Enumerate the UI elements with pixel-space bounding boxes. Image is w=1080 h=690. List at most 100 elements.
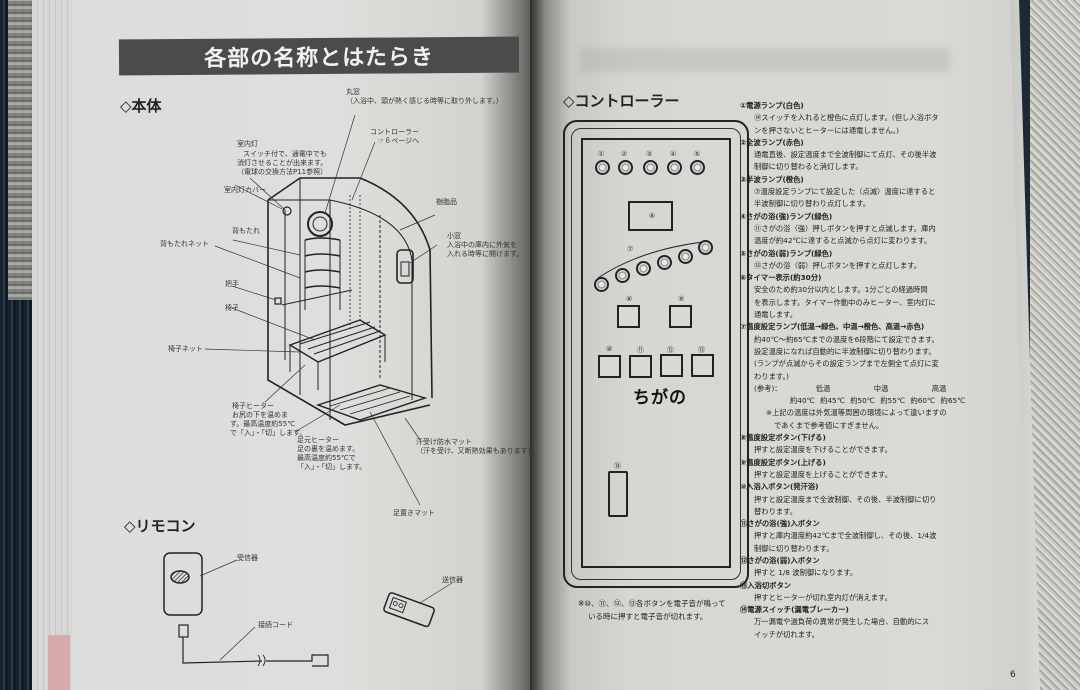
temp-value: 約45℃ bbox=[820, 396, 845, 406]
lamp-3-number: ③ bbox=[646, 150, 653, 158]
desc-item: ①電源ランプ(白色) ⑭スイッチを入れると橙色に点灯します。(但し入浴ボタ ンを… bbox=[740, 100, 980, 137]
bath-off-button[interactable] bbox=[691, 354, 714, 377]
desc-item: ④さがの浴(強)ランプ(緑色) ⑪さがの浴（強）押しボタンを押すと点滅します。庫… bbox=[740, 211, 980, 248]
temp-lamps-number: ⑦ bbox=[627, 245, 634, 253]
temp-lamp-55 bbox=[657, 255, 672, 270]
foot-heater-note-3: 「入」・「切」します。 bbox=[297, 463, 367, 471]
desc-item: ②全波ランプ(赤色) 通電直後、設定温度まで全波制御にて点灯、その後半波 制御に… bbox=[740, 137, 980, 174]
small-window-note-2: 入れる時等に開けます。 bbox=[447, 250, 524, 258]
desc-title: ③半波ランプ(橙色) bbox=[740, 174, 804, 184]
round-window-note: （入浴中、頭が熱く感じる時等に取り外します。） bbox=[346, 97, 503, 105]
temp-value: 約40℃ bbox=[790, 396, 815, 406]
desc-item: ⑨温度設定ボタン(上げる) 押すと設定温度を上げることができます。 bbox=[740, 457, 980, 482]
body-section-heading: ◇本体 bbox=[120, 97, 162, 115]
desc-body: ⑦温度設定ランプにて設定した（点滅）温度に達すると 半波制御に切り替わり点灯しま… bbox=[754, 187, 936, 209]
sweat-mat-note: （汗を受け、又断熱効果もあります） bbox=[416, 447, 535, 455]
sagano-strong-number: ⑪ bbox=[637, 346, 644, 354]
room-light-cover-label: 室内灯カバー bbox=[224, 186, 266, 194]
desc-item: ⑩入浴入ボタン(発汗浴) 押すと設定温度まで全波制御、その後、半波制御に切り 替… bbox=[740, 481, 980, 518]
controller-section-heading: ◇コントローラー bbox=[563, 92, 680, 110]
bath-on-number: ⑩ bbox=[606, 345, 613, 353]
carpet-background-right bbox=[1030, 0, 1080, 690]
desc-title: ①電源ランプ(白色) bbox=[740, 101, 804, 110]
desc-body: ⑫さがの浴（弱）押しボタンを押すと点灯します。 bbox=[754, 260, 922, 270]
chair-heater-label: 椅子ヒーター bbox=[232, 402, 274, 410]
desc-item: ⑦温度設定ランプ(低温→緑色、中温→橙色、高温→赤色) 約40℃～約65℃までの… bbox=[740, 321, 980, 382]
controller-panel-outer bbox=[563, 120, 749, 588]
reference-levels: (参考)： 低温 中温 高温 bbox=[740, 383, 980, 395]
room-light-label: 室内灯 bbox=[237, 140, 258, 148]
bath-on-button[interactable] bbox=[598, 355, 621, 378]
level-low: 低温 bbox=[815, 383, 831, 393]
desc-title: ⑭電源スイッチ(漏電ブレーカー) bbox=[740, 605, 849, 615]
round-window-label: 丸窓 bbox=[346, 88, 360, 96]
power-switch[interactable] bbox=[608, 471, 628, 517]
room-light-note-2: 消灯させることが出来ます。 bbox=[237, 159, 328, 167]
desc-title: ②全波ランプ(赤色) bbox=[740, 137, 804, 147]
lamp-5-number: ⑤ bbox=[694, 150, 701, 158]
power-lamp bbox=[595, 160, 610, 175]
temp-down-button[interactable] bbox=[617, 305, 640, 328]
desc-title: ⑬入浴切ボタン bbox=[740, 580, 792, 590]
controller-label: コントローラー bbox=[370, 128, 419, 136]
controller-ref: ☞６ページへ bbox=[378, 137, 420, 145]
cord-label: 接続コード bbox=[258, 621, 293, 629]
handle-label: 把手 bbox=[225, 280, 239, 288]
desc-item: ⑧温度設定ボタン(下げる) 押すと設定温度を下げることができます。 bbox=[740, 432, 980, 457]
sagano-strong-button[interactable] bbox=[629, 355, 652, 378]
temp-lamp-65 bbox=[698, 240, 713, 255]
transmitter-label: 送信器 bbox=[442, 576, 463, 584]
desc-item: ⑫さがの浴(弱)入ボタン 押すと 1/8 波制御になります。 bbox=[740, 555, 980, 580]
level-high: 高温 bbox=[931, 383, 947, 393]
desc-body: 押すと庫内温度約42℃まで全波制御し、その後、1/4波 制御に切り替わります。 bbox=[754, 531, 937, 553]
desc-title: ⑦温度設定ランプ(低温→緑色、中温→橙色、高温→赤色) bbox=[740, 322, 925, 332]
room-light-note-1: スイッチ付で、通電中でも bbox=[243, 150, 327, 158]
sweat-mat-label: 汗受け防水マット bbox=[416, 438, 472, 446]
backrest-net-label: 背もたれネット bbox=[160, 240, 209, 248]
bleed-through-title bbox=[580, 48, 950, 72]
footnote-line-2: いる時に押すと電子音が切れます。 bbox=[588, 612, 708, 621]
controller-descriptions: ①電源ランプ(白色) ⑭スイッチを入れると橙色に点灯します。(但し入浴ボタ ンを… bbox=[740, 100, 980, 641]
desc-title: ⑧温度設定ボタン(下げる) bbox=[740, 433, 826, 443]
temp-up-number: ⑨ bbox=[678, 295, 685, 303]
display-number: ⑥ bbox=[649, 212, 656, 220]
chair-net-label: 椅子ネット bbox=[168, 345, 203, 353]
controller-panel-mid bbox=[571, 128, 741, 580]
temp-value: 約60℃ bbox=[910, 396, 936, 406]
chair-heater-note-3: で「入」・「切」します。 bbox=[230, 429, 307, 437]
foot-mat-label: 足置きマット bbox=[393, 509, 435, 517]
right-page bbox=[530, 0, 1040, 690]
desc-title: ⑤さがの浴(弱)ランプ(緑色) bbox=[740, 248, 833, 258]
lamp-2-number: ② bbox=[621, 150, 628, 158]
power-switch-number: ⑭ bbox=[614, 462, 621, 470]
desc-body: 押すと設定温度を下げることができます。 bbox=[754, 445, 892, 455]
desc-item: ⑬入浴切ボタン 押すとヒーターが切れ室内灯が消えます。 bbox=[740, 580, 980, 605]
left-page bbox=[32, 0, 542, 690]
resin-product-label: 樹脂品 bbox=[436, 198, 457, 206]
desc-title: ⑨温度設定ボタン(上げる) bbox=[740, 457, 826, 467]
timer-display: ⑥ bbox=[628, 201, 673, 231]
index-tab bbox=[48, 635, 70, 690]
room-light-note-3: （電球の交換方法P11参照） bbox=[237, 168, 328, 176]
desc-body: 約40℃～約65℃までの温度を6段階にて設定できます。 設定温度になれば自動的に… bbox=[754, 334, 939, 381]
temp-down-number: ⑧ bbox=[626, 295, 633, 303]
desc-item: ⑤さがの浴(弱)ランプ(緑色) ⑫さがの浴（弱）押しボタンを押すと点灯します。 bbox=[740, 248, 980, 273]
half-wave-lamp bbox=[643, 160, 658, 175]
receiver-label: 受信器 bbox=[237, 554, 258, 562]
foot-heater-label: 足元ヒーター bbox=[297, 436, 339, 444]
remote-section-heading: ◇リモコン bbox=[124, 517, 196, 535]
desc-body: 万一漏電や過負荷の異常が発生した場合、自動的にス イッチが切れます。 bbox=[754, 617, 930, 639]
temp-up-button[interactable] bbox=[669, 305, 692, 328]
controller-panel-face bbox=[581, 138, 731, 568]
backrest-label: 背もたれ bbox=[232, 227, 260, 235]
temp-value: 約50℃ bbox=[850, 396, 875, 406]
bath-off-number: ⑬ bbox=[698, 346, 705, 354]
desc-title: ④さがの浴(強)ランプ(緑色) bbox=[740, 211, 833, 221]
sagano-weak-button[interactable] bbox=[660, 354, 683, 377]
reference-note-2: であくまで参考値にすぎません。 bbox=[774, 420, 884, 430]
controller-footnote: ※⑩、⑪、⑫、⑬各ボタンを電子音が鳴って いる時に押すと電子音が切れます。 bbox=[578, 597, 726, 623]
desc-title: ⑫さがの浴(弱)入ボタン bbox=[740, 555, 820, 565]
